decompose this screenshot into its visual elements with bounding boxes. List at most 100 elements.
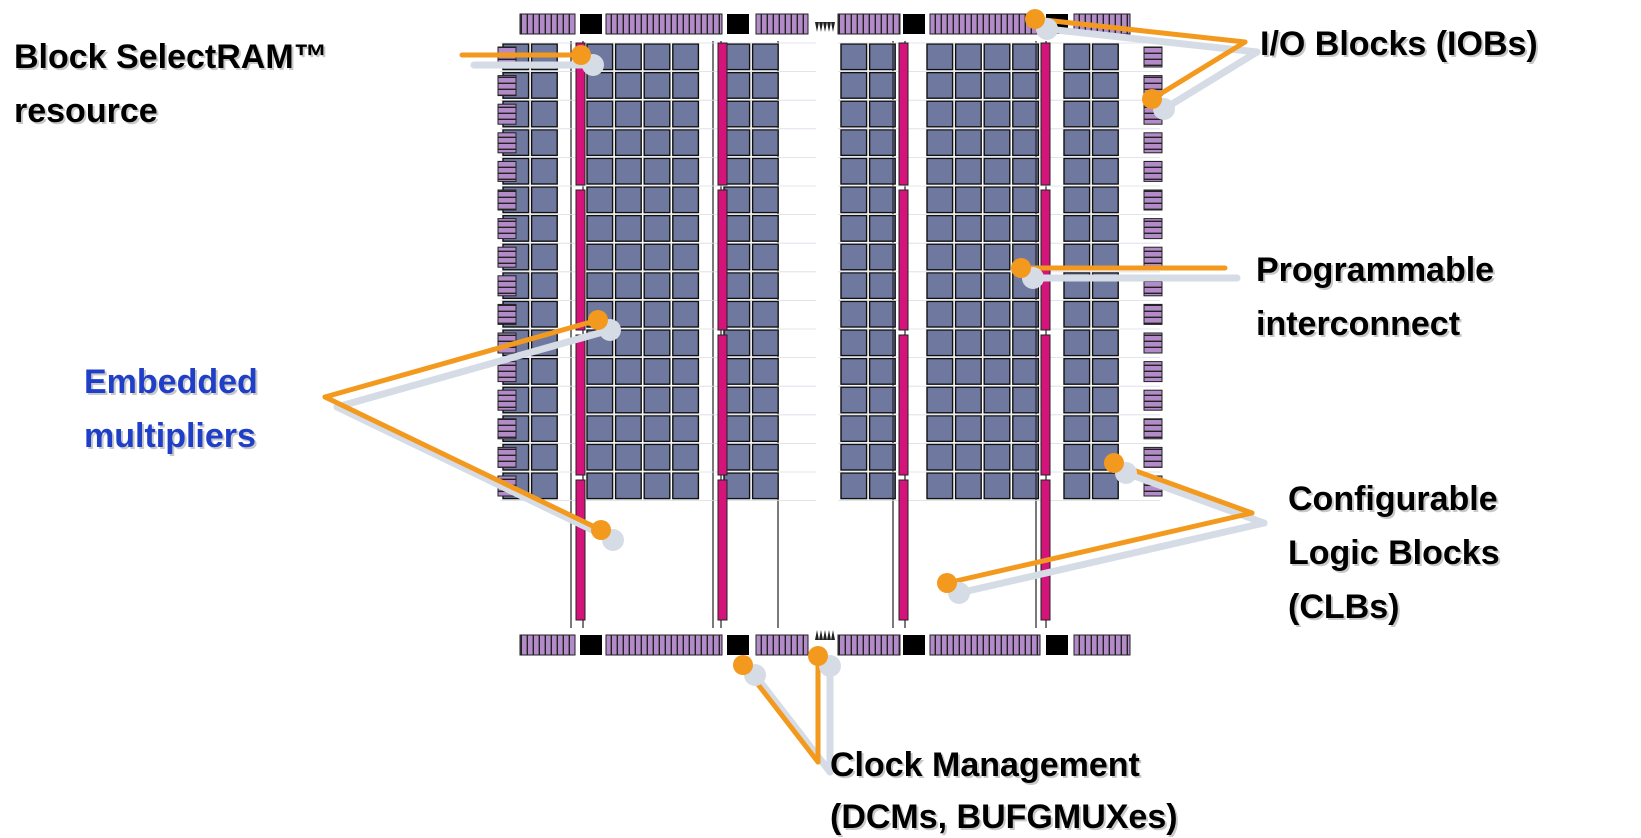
clb-tile: [840, 214, 868, 242]
clb-tile: [1091, 357, 1119, 385]
callout-shadow: [333, 326, 614, 411]
label-block-selectram-line-1: Block SelectRAM™: [16, 40, 330, 78]
clb-tile: [614, 129, 642, 157]
block-ram-segment: [898, 334, 909, 476]
iob-right: [1143, 160, 1163, 182]
clb-tile: [643, 386, 671, 414]
clb-tile: [643, 472, 671, 500]
clb-column-group: [1063, 43, 1119, 500]
clb-tile: [643, 443, 671, 471]
iob-left: [497, 189, 517, 211]
clb-tile: [1063, 357, 1091, 385]
block-ram-segment: [717, 189, 728, 331]
clb-tile: [1012, 300, 1040, 328]
clb-column-group: [840, 43, 896, 500]
clb-tile: [1063, 415, 1091, 443]
clb-tile: [868, 443, 896, 471]
iob-right: [1143, 132, 1163, 154]
clb-tile: [983, 300, 1011, 328]
block-ram-segment: [717, 42, 728, 186]
clb-tile: [614, 443, 642, 471]
clb-tile: [1063, 129, 1091, 157]
clb-tile: [751, 415, 779, 443]
callout-shadow: [1043, 25, 1261, 56]
clb-tile: [1012, 329, 1040, 357]
label-clb-line-3: (CLBs): [1288, 588, 1399, 626]
label-block-selectram-line-2: resource: [16, 94, 160, 132]
label-clock-management-line-1: Clock Management: [832, 748, 1142, 786]
clb-tile: [954, 157, 982, 185]
clb-tile: [1012, 157, 1040, 185]
label-embedded-multipliers-line-2: multipliers: [84, 417, 256, 455]
clb-tile: [868, 472, 896, 500]
clb-tile: [643, 129, 671, 157]
clb-tile: [643, 243, 671, 271]
clb-tile: [983, 129, 1011, 157]
clb-tile: [643, 272, 671, 300]
iob-left: [497, 361, 517, 383]
clb-tile: [954, 357, 982, 385]
clb-tile: [530, 357, 558, 385]
block-ram-segment: [1040, 334, 1051, 476]
clb-tile: [868, 100, 896, 128]
iob-top: [837, 13, 901, 35]
clb-tile: [614, 386, 642, 414]
clb-tile: [586, 214, 614, 242]
iob-right: [1143, 332, 1163, 354]
clb-tile: [868, 415, 896, 443]
clb-tile: [1091, 214, 1119, 242]
clb-tile: [614, 157, 642, 185]
clb-tile: [751, 71, 779, 99]
clb-tile: [643, 186, 671, 214]
iob-left: [497, 246, 517, 268]
label-clb-line-2: Logic Blocks: [1288, 534, 1500, 572]
clb-tile: [983, 43, 1011, 71]
clb-tile: [643, 300, 671, 328]
callout-dot: [1104, 453, 1124, 473]
callout-dot: [1142, 89, 1162, 109]
clb-tile: [723, 357, 751, 385]
iob-bottom: [1073, 634, 1131, 656]
clb-column-group: [586, 43, 700, 500]
clb-tile: [926, 329, 954, 357]
iob-left: [497, 75, 517, 97]
block-ram-segment: [1040, 42, 1051, 186]
clb-tile: [1091, 415, 1119, 443]
label-programmable-interconnect-line-2: interconnect: [1258, 307, 1462, 345]
clb-tile: [1063, 157, 1091, 185]
label-embedded-multipliers-line-1: Embedded: [84, 363, 258, 401]
iob-right: [1143, 246, 1163, 268]
clb-tile: [868, 243, 896, 271]
clb-tile: [643, 71, 671, 99]
clb-tile: [586, 157, 614, 185]
dcm-block: [727, 14, 749, 34]
clb-tile: [723, 472, 751, 500]
label-programmable-interconnect-line-1: Programmable: [1256, 251, 1494, 289]
block-ram-segment: [898, 42, 909, 186]
clb-tile: [723, 214, 751, 242]
clb-tile: [954, 300, 982, 328]
dcm-block: [903, 635, 925, 655]
clb-tile: [868, 329, 896, 357]
clb-tile: [983, 214, 1011, 242]
clb-tile: [723, 186, 751, 214]
clb-tile: [1091, 329, 1119, 357]
svg-text:I/O Blocks (IOBs): I/O Blocks (IOBs): [1262, 27, 1540, 65]
clb-tile: [1091, 43, 1119, 71]
iob-right: [1143, 189, 1163, 211]
clb-tile: [751, 157, 779, 185]
clb-tile: [643, 43, 671, 71]
clb-tile: [643, 329, 671, 357]
label-io-blocks: I/O Blocks (IOBs) I/O Blocks (IOBs): [1260, 25, 1540, 65]
iob-left: [497, 218, 517, 240]
clb-tile: [530, 157, 558, 185]
clb-tile: [1063, 300, 1091, 328]
clb-tile: [586, 129, 614, 157]
clb-tile: [926, 272, 954, 300]
clb-tile: [643, 157, 671, 185]
clb-tile: [1091, 157, 1119, 185]
callout-dot: [1025, 9, 1045, 29]
clb-tile: [614, 415, 642, 443]
